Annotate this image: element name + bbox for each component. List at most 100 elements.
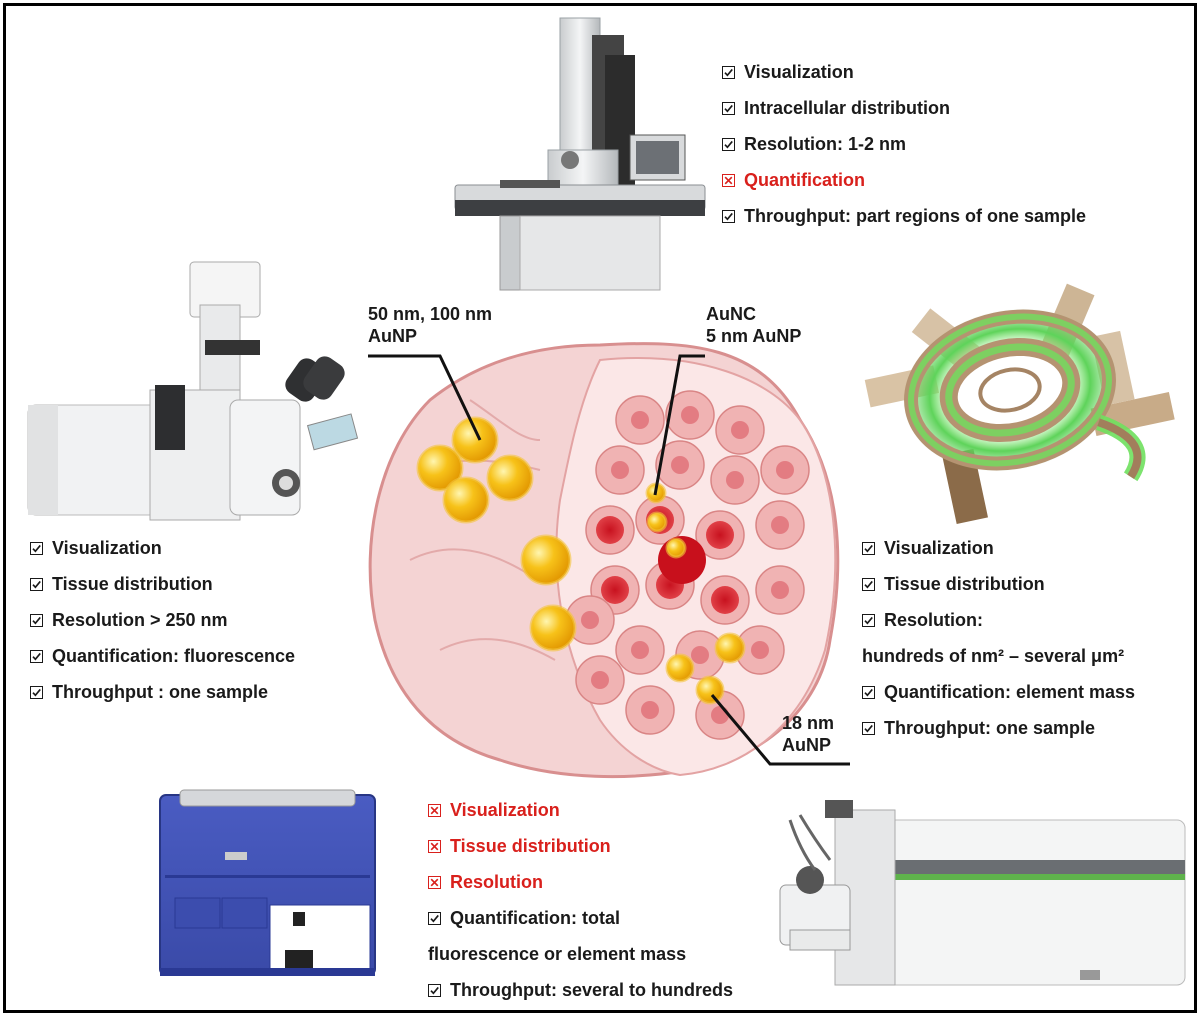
check-box-icon: [722, 209, 735, 223]
cross-box-icon: [428, 803, 441, 817]
cell-nucleus: [631, 641, 649, 659]
gold-nanoparticle: [646, 511, 668, 533]
check-box-icon: [862, 613, 875, 627]
callout-mid-np: 18 nm AuNP: [782, 712, 834, 756]
cell-nucleus: [726, 471, 744, 489]
microscope-item: Tissue distribution: [30, 566, 295, 602]
item-text: Throughput: several to hundreds: [450, 980, 734, 1000]
cell-nucleus: [731, 421, 749, 439]
gold-nanoparticle: [442, 476, 490, 524]
item-text: hundreds of nm² – several μm²: [862, 646, 1125, 666]
plate-reader-item: Visualization: [428, 792, 733, 828]
cell-nucleus: [611, 461, 629, 479]
check-box-icon: [428, 911, 441, 925]
cell-nucleus: [771, 581, 789, 599]
tem-item: Intracellular distribution: [722, 90, 1086, 126]
callout-large-np-line2: AuNP: [368, 326, 417, 346]
gold-nanoparticle: [520, 534, 572, 586]
item-text: Quantification: [744, 170, 865, 190]
item-text: Resolution: [450, 872, 543, 892]
item-text: fluorescence or element mass: [428, 944, 687, 964]
plate-reader-icon: [159, 789, 376, 976]
item-text: Tissue distribution: [884, 574, 1045, 594]
laser-ablation-item: Tissue distribution: [862, 566, 1135, 602]
cross-box-icon: [722, 173, 735, 187]
check-box-icon: [30, 541, 43, 555]
leader-small-np: [653, 354, 705, 496]
cell-nucleus: [706, 521, 734, 549]
cell-nucleus: [691, 646, 709, 664]
item-text: Resolution > 250 nm: [52, 610, 228, 630]
tem-microscope-icon: [454, 17, 706, 291]
fluorescence-microscope-icon: [27, 261, 359, 521]
check-box-icon: [722, 137, 735, 151]
item-text: Visualization: [450, 800, 560, 820]
gold-nanoparticle: [665, 653, 695, 683]
cell-nucleus: [631, 411, 649, 429]
laser-ablation-item: Quantification: element mass: [862, 674, 1135, 710]
microscope-item: Throughput : one sample: [30, 674, 295, 710]
tem-item: Throughput: part regions of one sample: [722, 198, 1086, 234]
plate-reader-item: Resolution: [428, 864, 733, 900]
gold-nanoparticle: [529, 604, 577, 652]
tem-item: Quantification: [722, 162, 1086, 198]
cell-nucleus: [596, 516, 624, 544]
tumor-cells: [565, 390, 810, 740]
item-text: Visualization: [744, 62, 854, 82]
figure-border: [3, 3, 1197, 1013]
gold-nanoparticle: [695, 675, 725, 705]
check-box-icon: [862, 541, 875, 555]
check-box-icon: [30, 685, 43, 699]
tem-item: Visualization: [722, 54, 1086, 90]
cross-box-icon: [428, 875, 441, 889]
check-box-icon: [722, 65, 735, 79]
tem-item: Resolution: 1-2 nm: [722, 126, 1086, 162]
callout-mid-np-line2: AuNP: [782, 735, 831, 755]
item-text: Quantification: total: [450, 908, 620, 928]
check-box-icon: [862, 577, 875, 591]
microscope-item: Quantification: fluorescence: [30, 638, 295, 674]
item-text: Tissue distribution: [52, 574, 213, 594]
laser-ablation-item: Resolution:: [862, 602, 1135, 638]
check-box-icon: [428, 983, 441, 997]
item-text: Visualization: [52, 538, 162, 558]
microscope-item: Visualization: [30, 530, 295, 566]
cell-nucleus: [601, 576, 629, 604]
callout-small-np-line1: AuNC: [706, 304, 756, 324]
icp-ms-icon: [779, 800, 1186, 986]
check-box-icon: [862, 685, 875, 699]
check-box-icon: [722, 101, 735, 115]
tumor-icon: [368, 342, 840, 779]
cell-nucleus: [681, 406, 699, 424]
check-box-icon: [30, 613, 43, 627]
gold-nanoparticle: [416, 444, 464, 492]
item-text: Tissue distribution: [450, 836, 611, 856]
laser-ablation-item: Visualization: [862, 530, 1135, 566]
plate-reader-item: fluorescence or element mass: [428, 936, 733, 972]
item-text: Visualization: [884, 538, 994, 558]
item-text: Throughput: part regions of one sample: [744, 206, 1086, 226]
item-text: Intracellular distribution: [744, 98, 951, 118]
check-box-icon: [30, 649, 43, 663]
gold-nanoparticles: [416, 416, 746, 705]
item-text: Resolution:: [884, 610, 983, 630]
laser-ablation-item: hundreds of nm² – several μm²: [862, 638, 1135, 674]
plate-reader-item: Tissue distribution: [428, 828, 733, 864]
laser-ablation-cell-icon: [864, 283, 1175, 525]
check-box-icon: [862, 721, 875, 735]
leader-mid-np: [710, 694, 850, 766]
check-box-icon: [30, 577, 43, 591]
item-text: Resolution: 1-2 nm: [744, 134, 907, 154]
item-text: Throughput : one sample: [52, 682, 268, 702]
cell-nucleus: [776, 461, 794, 479]
cell-nucleus: [671, 456, 689, 474]
gold-nanoparticle: [486, 454, 534, 502]
cross-box-icon: [428, 839, 441, 853]
cell-nucleus: [711, 586, 739, 614]
cell-nucleus: [581, 611, 599, 629]
callout-mid-np-line1: 18 nm: [782, 713, 835, 733]
gold-nanoparticle: [665, 537, 687, 559]
